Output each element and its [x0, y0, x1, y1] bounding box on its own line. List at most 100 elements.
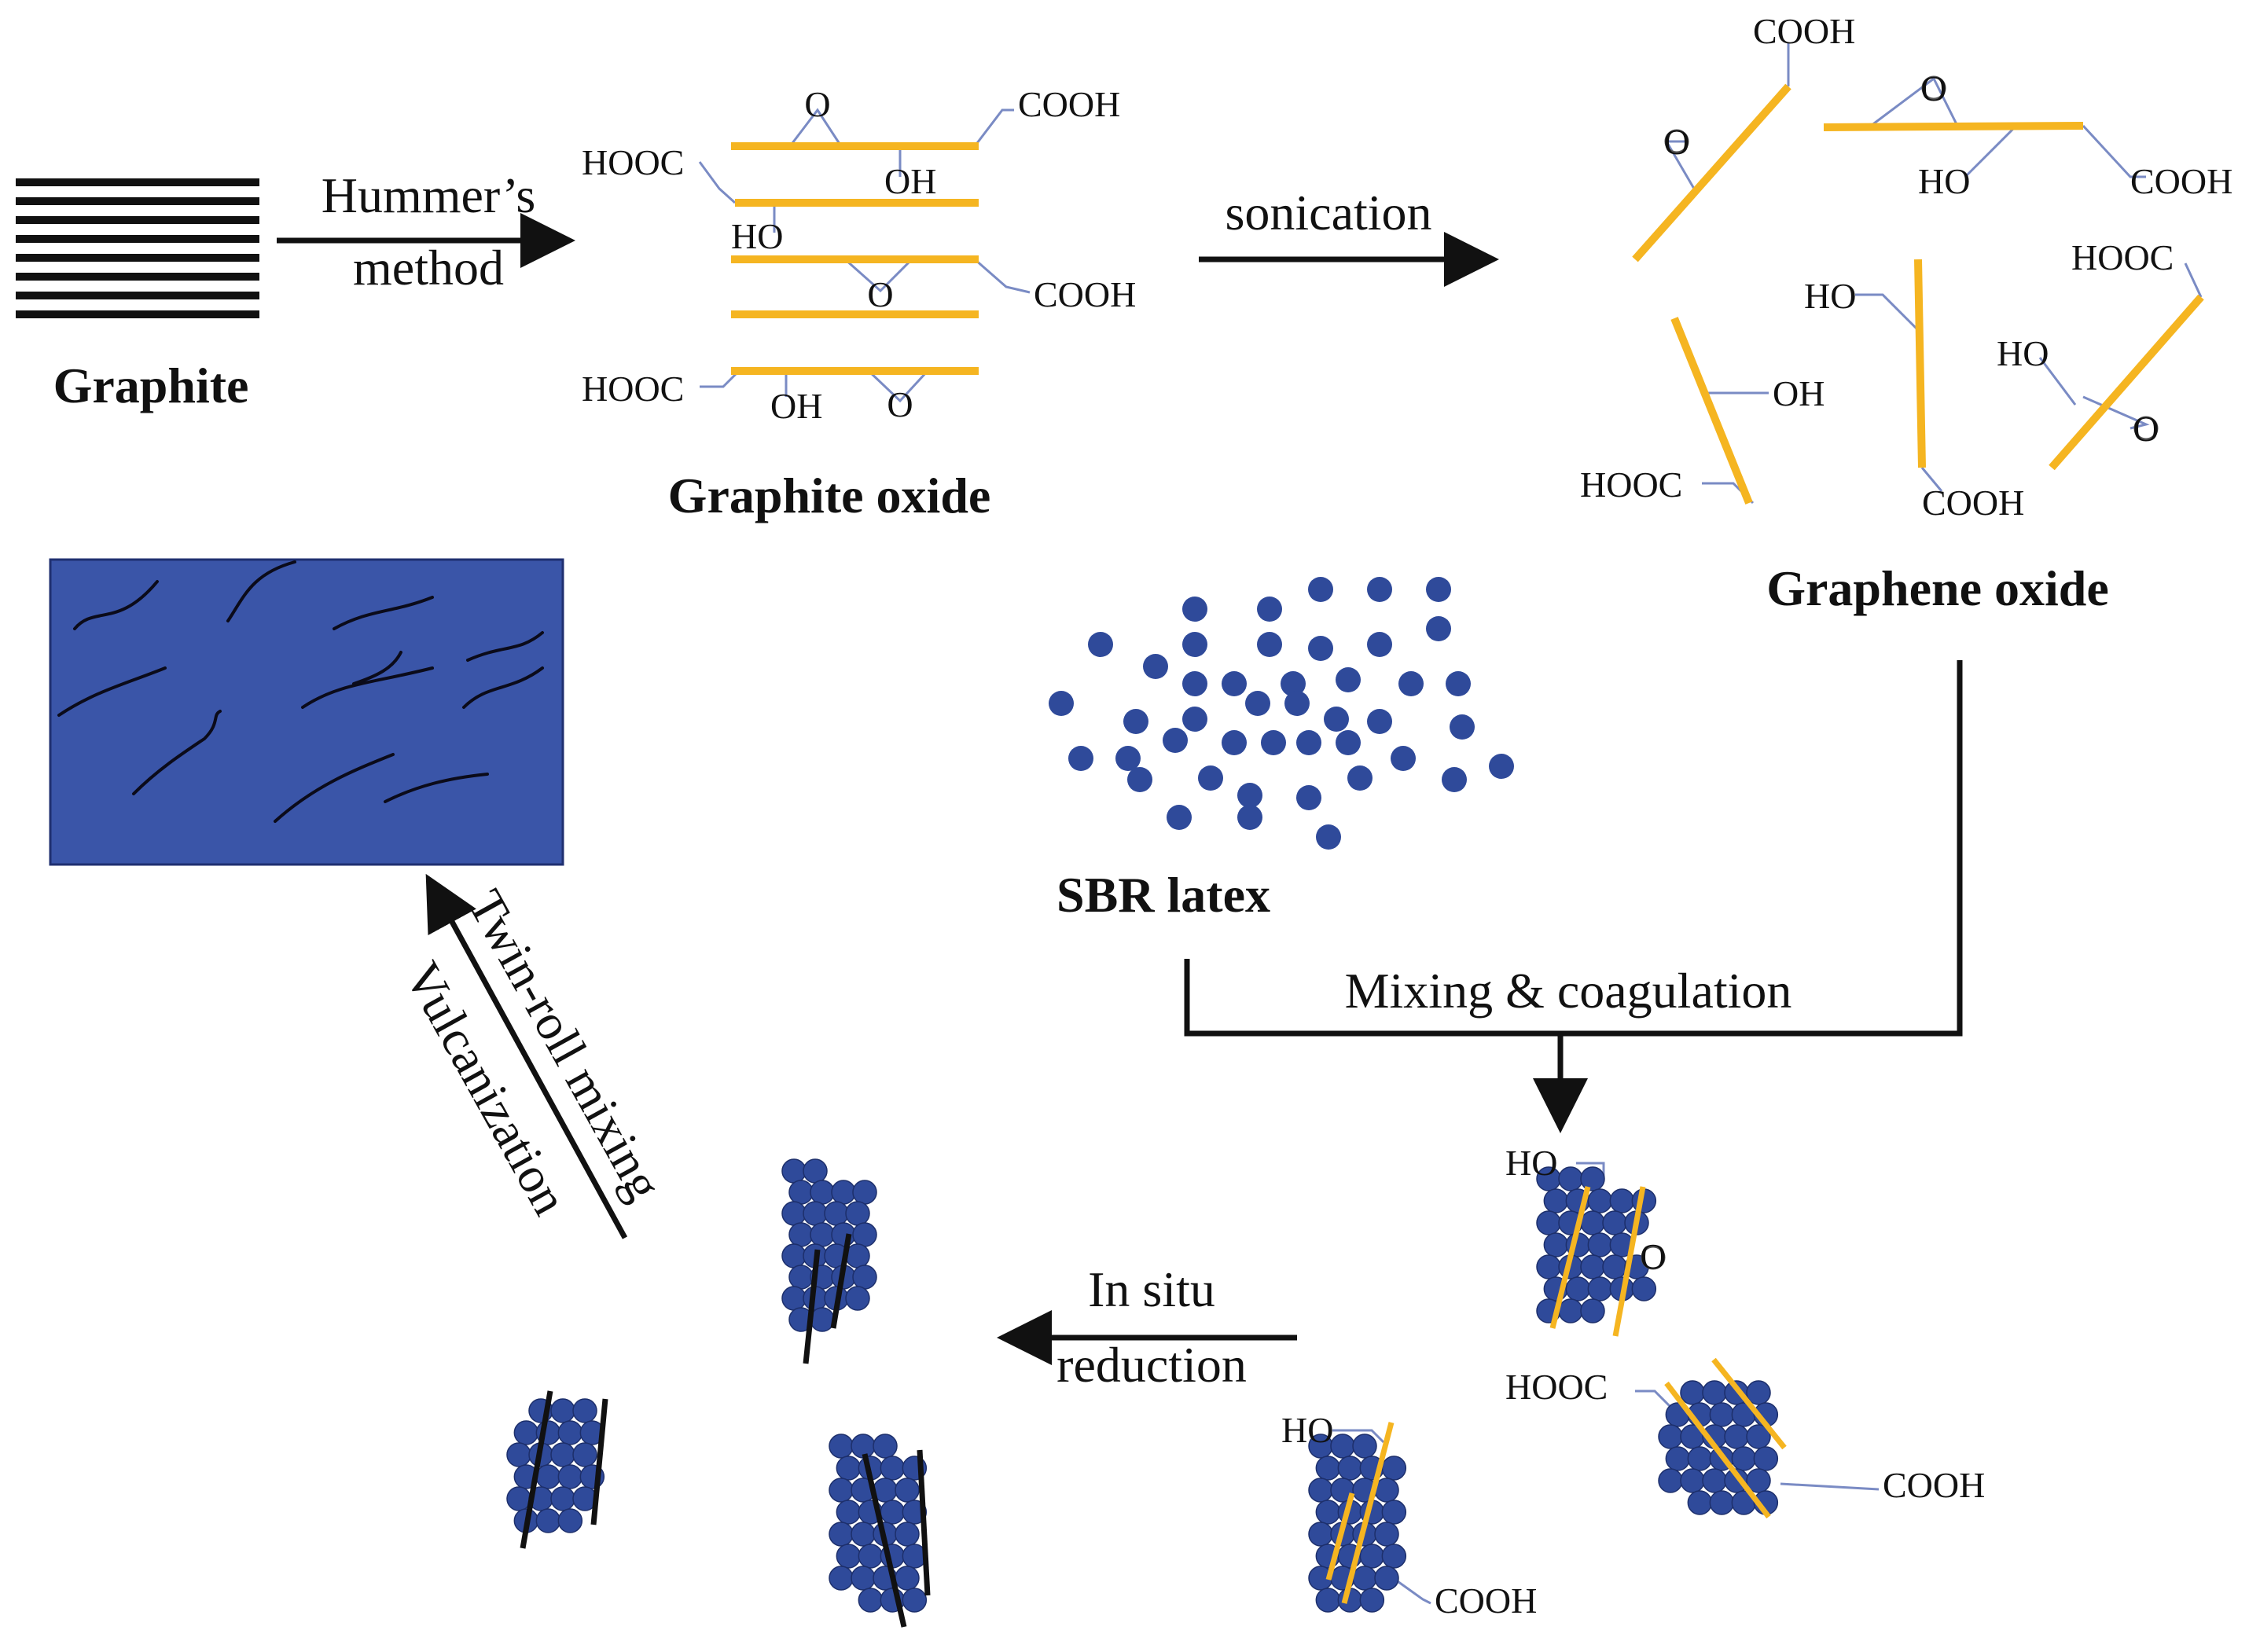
rubber-particle — [1536, 1210, 1561, 1235]
reduced-cluster — [506, 1390, 608, 1549]
rubber-particle — [557, 1420, 583, 1445]
graphite-stack — [16, 178, 259, 318]
rubber-particle — [880, 1456, 906, 1481]
sbr-particle — [1182, 671, 1207, 696]
rubber-particle — [572, 1398, 597, 1423]
rubber-particle — [858, 1588, 884, 1613]
sbr-particle — [1446, 671, 1471, 696]
reduction-label-line2: reduction — [1057, 1337, 1247, 1393]
graphene-sheet — [590, 1398, 608, 1525]
rubber-particle — [810, 1180, 835, 1205]
group-label: HO — [1505, 1143, 1557, 1183]
graphene-sheet — [1612, 1186, 1646, 1337]
rubber-particle — [550, 1442, 575, 1467]
rubber-particle — [788, 1222, 814, 1247]
graphite-oxide-label: Graphite oxide — [668, 468, 991, 523]
rubber-particle — [1381, 1456, 1407, 1481]
sbr-particle — [1222, 671, 1247, 696]
group-label: OH — [770, 386, 822, 426]
hummers-label-line1: Hummer’s — [322, 167, 536, 223]
sbr-particle — [1182, 597, 1207, 622]
rubber-particle — [880, 1500, 906, 1525]
rubber-particle — [535, 1508, 561, 1533]
graphite-oxide-groups: HOOC O COOH OH HO O COOH HOOC OH O — [582, 84, 1136, 426]
rubber-particle — [1381, 1500, 1407, 1525]
rubber-particle — [788, 1265, 814, 1290]
sbr-particle — [1123, 709, 1148, 734]
sbr-particle — [1167, 805, 1192, 830]
group-label: COOH — [1753, 11, 1855, 51]
rubber-particle — [1631, 1276, 1657, 1301]
coagulated-cluster — [1308, 1422, 1431, 1613]
rubber-particle — [1731, 1446, 1757, 1471]
rubber-particle — [803, 1158, 828, 1184]
group-label: COOH — [2130, 161, 2232, 201]
sbr-particle — [1245, 691, 1270, 716]
graphene-oxide-label: Graphene oxide — [1766, 560, 2109, 616]
sbr-latex-particles — [1049, 577, 1514, 850]
rubber-particle — [831, 1222, 856, 1247]
bond-line — [1395, 1578, 1431, 1605]
sbr-particle — [1426, 577, 1451, 602]
rubber-particle — [1381, 1544, 1407, 1569]
group-label: HO — [1997, 333, 2049, 373]
graphene-sheet — [1664, 1381, 1771, 1519]
group-label: O — [804, 84, 830, 124]
rubber-particle — [836, 1500, 862, 1525]
bond-line — [1332, 1429, 1385, 1444]
graphene-oxide-structures: COOH O O HO COOH HOOC HO OH HO O HOOC CO… — [1580, 11, 2232, 523]
rubber-particle — [810, 1222, 835, 1247]
rubber-particle — [1709, 1402, 1735, 1427]
graphene-sheet — [520, 1390, 553, 1549]
reduced-cluster — [829, 1434, 931, 1628]
rubber-particle — [1702, 1380, 1727, 1405]
mixing-label: Mixing & coagulation — [1345, 963, 1792, 1019]
graphene-sheet — [1341, 1422, 1395, 1604]
sbr-particle — [1398, 671, 1424, 696]
graphite-label: Graphite — [53, 358, 249, 413]
sbr-particle — [1182, 632, 1207, 657]
rubber-particle — [829, 1522, 854, 1547]
group-label: O — [2133, 409, 2159, 449]
group-label: HOOC — [1505, 1367, 1608, 1407]
rubber-particle — [1543, 1188, 1569, 1213]
rubber-particle — [1337, 1456, 1363, 1481]
rubber-particle — [1374, 1522, 1399, 1547]
rubber-particle — [810, 1307, 835, 1332]
group-label: O — [1663, 122, 1689, 162]
rubber-particle — [1580, 1298, 1605, 1323]
graphene-sheet — [803, 1249, 821, 1364]
rubber-particle — [1709, 1490, 1735, 1515]
rubber-particle — [852, 1265, 877, 1290]
rubber-particle — [902, 1588, 928, 1613]
group-label: COOH — [1922, 483, 2024, 523]
sbr-particle — [1367, 632, 1392, 657]
graphene-sheet — [1325, 1492, 1355, 1580]
group-label: HOOC — [1580, 464, 1682, 505]
rubber-particle — [1687, 1446, 1713, 1471]
bond-line — [1780, 1482, 1880, 1491]
go-sheet — [1632, 83, 1791, 262]
sbr-particle — [1281, 671, 1306, 696]
graphite-oxide-sheets — [731, 142, 979, 375]
sbr-particle — [1296, 730, 1321, 755]
rubber-particle — [851, 1522, 876, 1547]
sbr-particle — [1198, 765, 1223, 791]
sbr-particle — [1324, 707, 1349, 732]
coagulated-cluster — [1635, 1357, 1880, 1519]
rubber-particle — [1308, 1522, 1333, 1547]
rubber-particle — [781, 1158, 807, 1184]
sbr-particle — [1115, 746, 1141, 771]
sbr-particle — [1450, 714, 1475, 740]
bond-line — [1635, 1390, 1672, 1408]
sbr-particle — [1049, 691, 1074, 716]
rubber-particle — [1308, 1478, 1333, 1503]
sbr-particle — [1088, 632, 1113, 657]
rubber-particle — [1687, 1490, 1713, 1515]
rubber-particle — [1665, 1446, 1691, 1471]
rubber-particle — [572, 1442, 597, 1467]
rubber-particle — [1724, 1424, 1749, 1449]
group-label: COOH — [1435, 1580, 1537, 1621]
